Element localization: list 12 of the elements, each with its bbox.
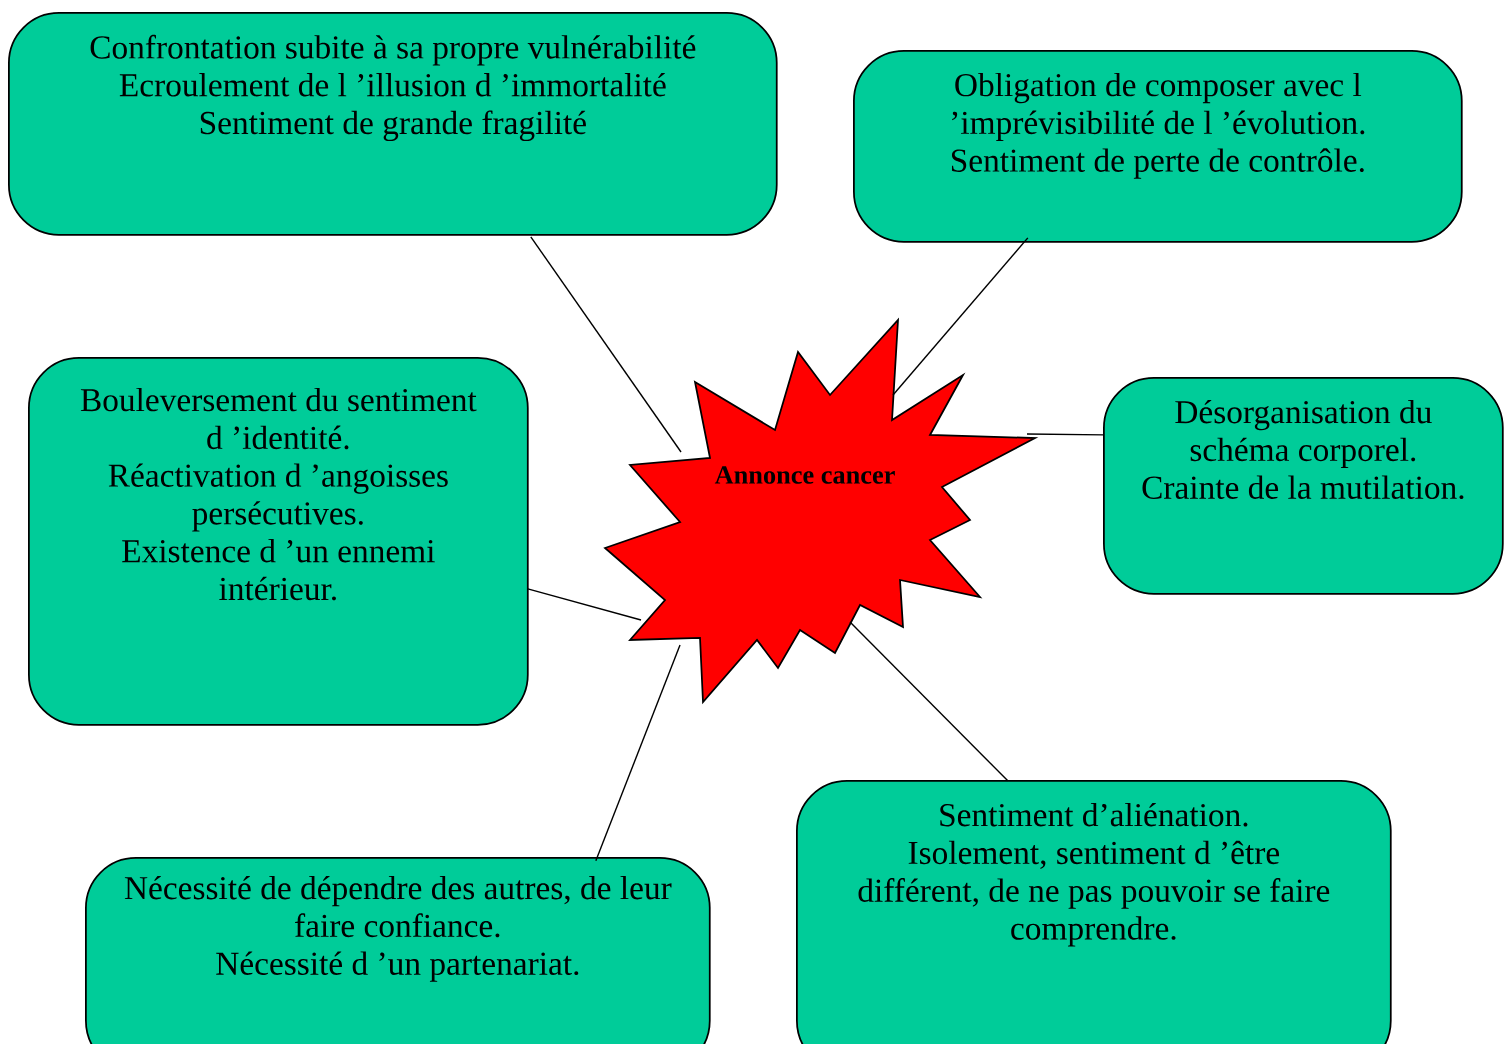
- connector-line: [892, 237, 1029, 396]
- connector-line: [527, 588, 642, 621]
- text-box: Désorganisation du schéma corporel. Crainte de la mutilation.: [1103, 377, 1504, 595]
- text-box: Nécessité de dépendre des autres, de leur faire confiance. Nécessité d ’un partenariat.: [85, 857, 711, 1044]
- text-box: Sentiment d’aliénation. Isolement, sentiment d ’être différent, de ne pas pouvoir se faire comprendre.: [796, 780, 1392, 1044]
- text-box: Bouleversement du sentiment d ’identité. Réactivation d ’angoisses persécutives. Existence d ’un ennemi intérieur.: [28, 357, 529, 726]
- text-box: Confrontation subite à sa propre vulnérabilité Ecroulement de l ’illusion d ’immortalité Sentiment de grande fragilité: [8, 12, 778, 236]
- text-box: Obligation de composer avec l ’imprévisibilité de l ’évolution. Sentiment de perte de contrôle.: [853, 50, 1463, 243]
- connector-line: [595, 644, 681, 862]
- connector-line: [1026, 433, 1105, 436]
- connector-line: [530, 236, 682, 453]
- connector-line: [849, 621, 1009, 782]
